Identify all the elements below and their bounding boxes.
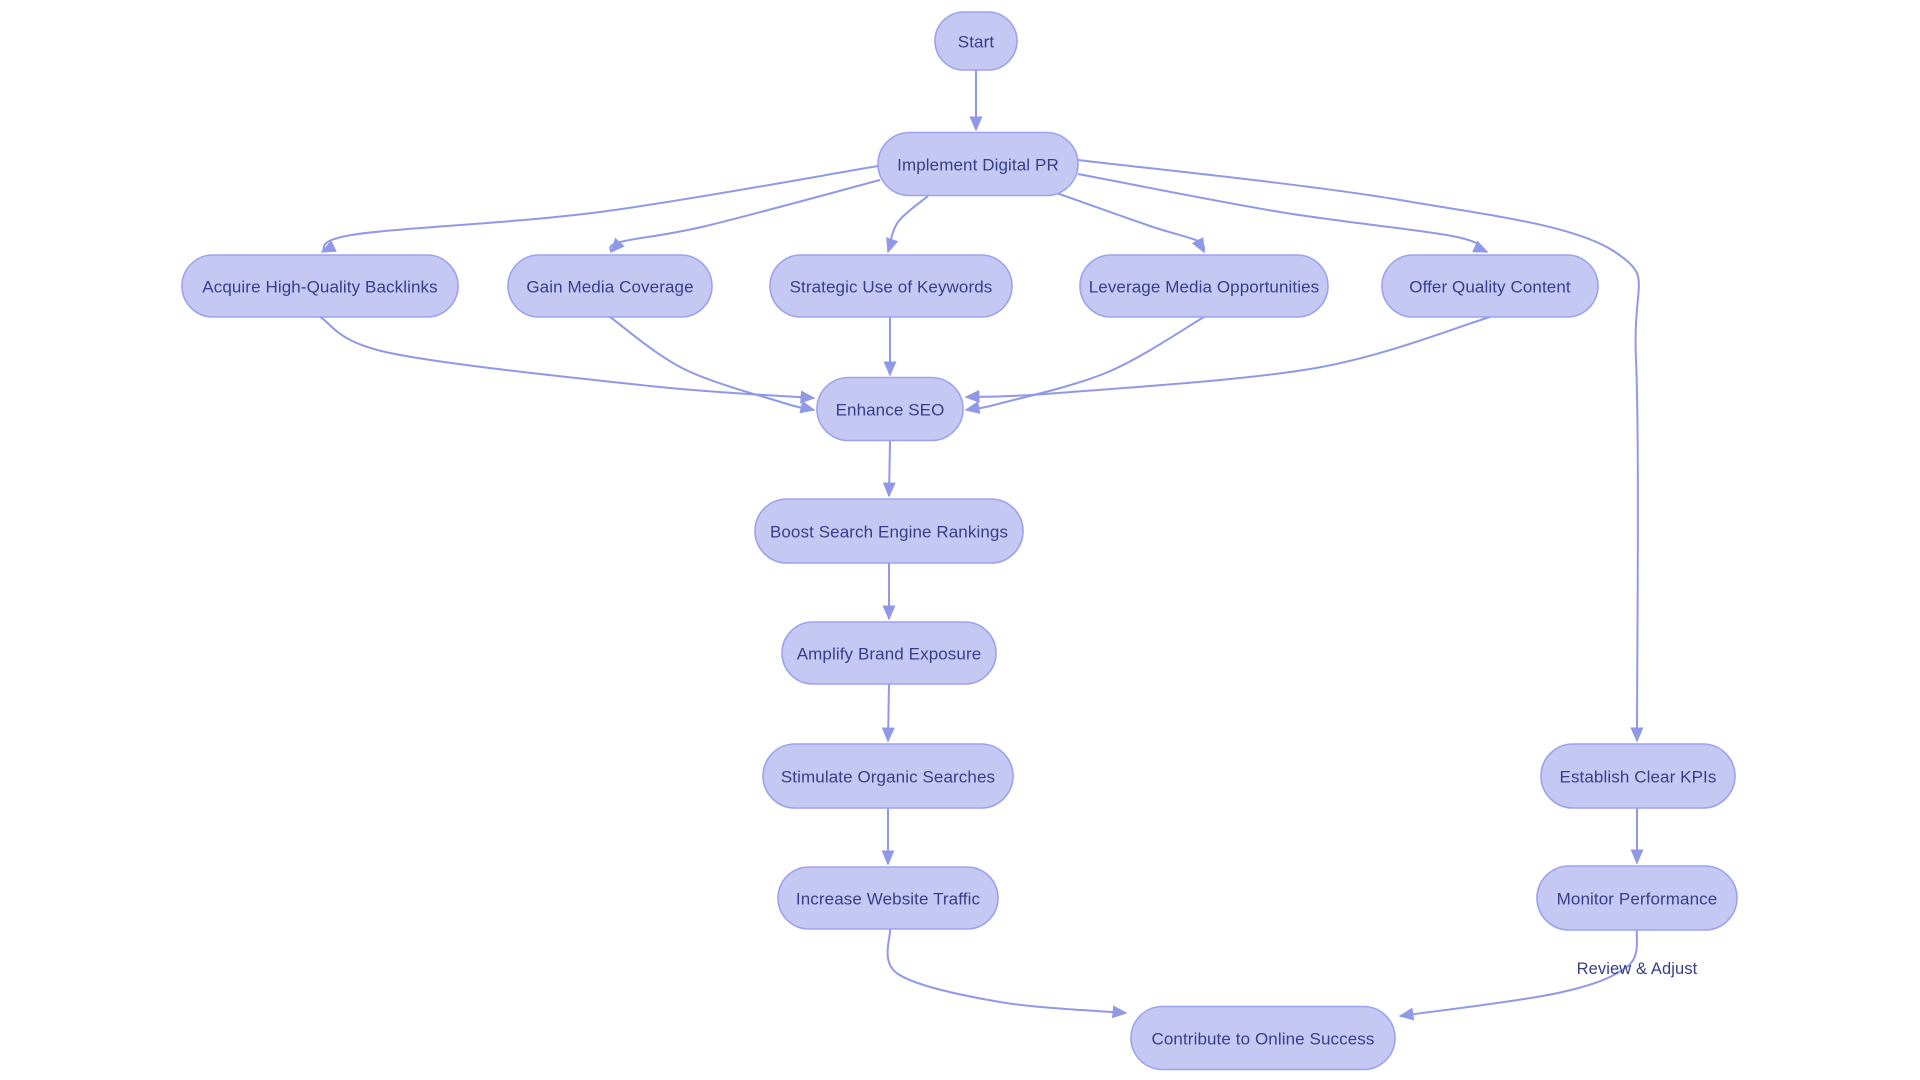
node-shape-stimulate-searches — [762, 743, 1014, 809]
edges-layer: Review & Adjust — [319, 70, 1698, 1021]
edge-implement-digital-pr-to-gain-media-coverage — [609, 179, 881, 254]
node-shape-boost-rankings — [754, 498, 1024, 564]
node-shape-establish-kpis — [1540, 743, 1736, 809]
edge-increase-traffic-to-contribute-success — [886, 928, 1128, 1019]
node-shape-strategic-keywords — [769, 254, 1013, 318]
edge-amplify-brand-to-stimulate-searches — [881, 683, 895, 743]
node-shape-enhance-seo — [816, 376, 964, 442]
node-label-implement-digital-pr: Implement Digital PR — [897, 156, 1059, 175]
node-label-offer-quality-content: Offer Quality Content — [1409, 278, 1571, 297]
node-acquire-backlinks: Acquire High-Quality Backlinks — [181, 254, 459, 318]
node-shape-contribute-success — [1130, 1005, 1396, 1071]
node-shape-start — [934, 11, 1018, 71]
node-shape-amplify-brand — [781, 621, 997, 685]
node-contribute-success: Contribute to Online Success — [1130, 1005, 1396, 1071]
node-boost-rankings: Boost Search Engine Rankings — [754, 498, 1024, 564]
node-implement-digital-pr: Implement Digital PR — [877, 131, 1079, 197]
node-label-contribute-success: Contribute to Online Success — [1152, 1030, 1375, 1049]
edge-implement-digital-pr-to-acquire-backlinks — [320, 165, 879, 253]
node-start: Start — [934, 11, 1018, 71]
node-label-amplify-brand: Amplify Brand Exposure — [797, 645, 982, 664]
node-shape-offer-quality-content — [1381, 254, 1599, 318]
node-label-enhance-seo: Enhance SEO — [836, 401, 945, 420]
node-gain-media-coverage: Gain Media Coverage — [507, 254, 713, 318]
node-label-stimulate-searches: Stimulate Organic Searches — [781, 768, 995, 787]
node-label-increase-traffic: Increase Website Traffic — [796, 890, 981, 909]
node-label-start: Start — [958, 33, 995, 52]
edge-implement-digital-pr-to-strategic-keywords — [886, 195, 929, 254]
node-stimulate-searches: Stimulate Organic Searches — [762, 743, 1014, 809]
edge-acquire-backlinks-to-enhance-seo — [319, 316, 816, 404]
node-label-strategic-keywords: Strategic Use of Keywords — [790, 278, 993, 297]
node-label-leverage-media: Leverage Media Opportunities — [1089, 278, 1320, 297]
node-shape-implement-digital-pr — [877, 131, 1079, 197]
node-label-gain-media-coverage: Gain Media Coverage — [526, 278, 693, 297]
node-shape-gain-media-coverage — [507, 254, 713, 318]
node-increase-traffic: Increase Website Traffic — [777, 866, 999, 930]
edge-implement-digital-pr-to-offer-quality-content — [1077, 173, 1489, 253]
node-monitor-performance: Monitor Performance — [1536, 865, 1738, 931]
edge-enhance-seo-to-boost-rankings — [882, 440, 896, 498]
node-enhance-seo: Enhance SEO — [816, 376, 964, 442]
node-shape-monitor-performance — [1536, 865, 1738, 931]
node-strategic-keywords: Strategic Use of Keywords — [769, 254, 1013, 318]
node-label-acquire-backlinks: Acquire High-Quality Backlinks — [202, 278, 437, 297]
edge-label-monitor-performance-to-contribute-success: Review & Adjust — [1577, 960, 1698, 978]
edge-offer-quality-content-to-enhance-seo — [964, 316, 1491, 403]
edge-monitor-performance-to-contribute-success — [1398, 929, 1638, 1021]
node-shape-acquire-backlinks — [181, 254, 459, 318]
node-leverage-media: Leverage Media Opportunities — [1079, 254, 1329, 318]
edge-leverage-media-to-enhance-seo — [964, 316, 1205, 414]
node-label-boost-rankings: Boost Search Engine Rankings — [770, 523, 1008, 542]
edge-implement-digital-pr-to-leverage-media — [1047, 189, 1206, 254]
node-shape-increase-traffic — [777, 866, 999, 930]
node-amplify-brand: Amplify Brand Exposure — [781, 621, 997, 685]
node-label-monitor-performance: Monitor Performance — [1557, 890, 1718, 909]
edge-implement-digital-pr-to-establish-kpis — [1077, 159, 1644, 743]
node-establish-kpis: Establish Clear KPIs — [1540, 743, 1736, 809]
node-offer-quality-content: Offer Quality Content — [1381, 254, 1599, 318]
edge-gain-media-coverage-to-enhance-seo — [609, 316, 816, 414]
node-label-establish-kpis: Establish Clear KPIs — [1560, 768, 1717, 787]
node-shape-leverage-media — [1079, 254, 1329, 318]
